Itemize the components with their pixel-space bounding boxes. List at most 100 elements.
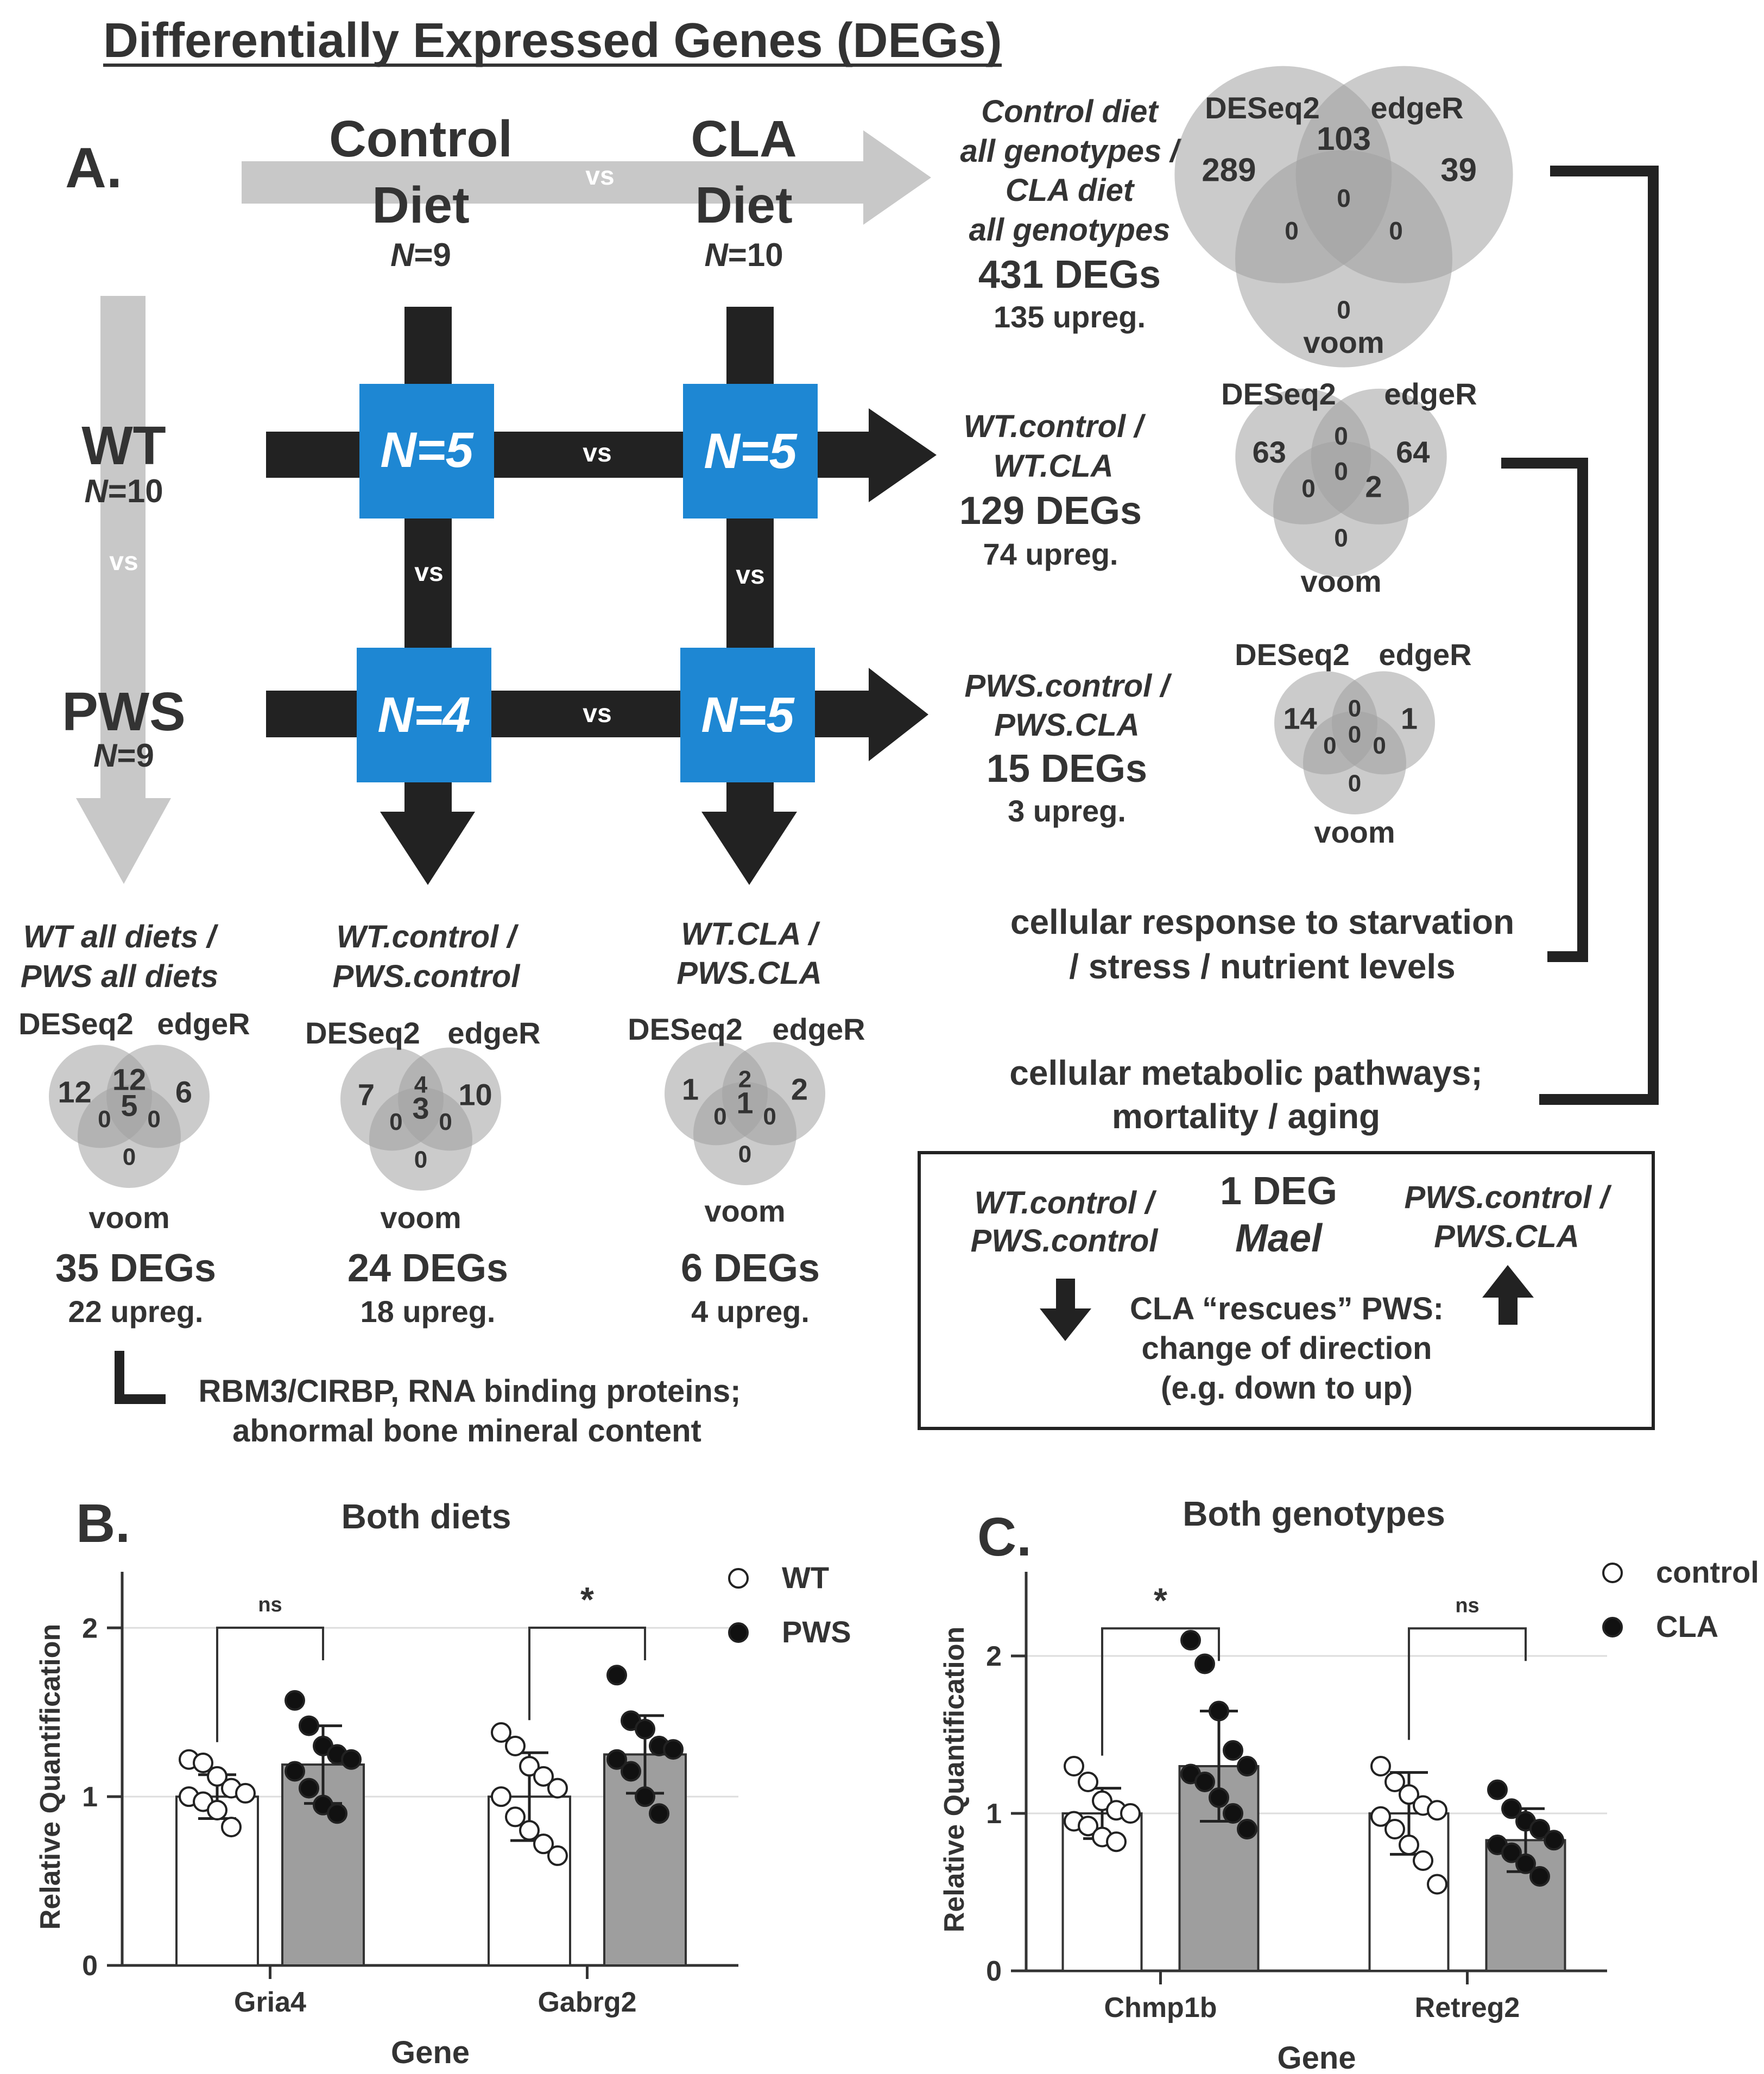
diet-vs-label: vs [585, 162, 614, 191]
mael-left-line: PWS.control [971, 1223, 1159, 1259]
comparison-geno-control-line: WT.control / [337, 919, 520, 954]
cell-wt-cla [683, 384, 818, 518]
comparison-wt-diet-line: WT.CLA [993, 448, 1113, 484]
data-point [1399, 1835, 1419, 1855]
venn-circle-voom [78, 1085, 181, 1188]
data-point [299, 1715, 319, 1736]
legend-label: PWS [782, 1615, 851, 1649]
rbm3-bracket [115, 1351, 166, 1404]
cla-diet-label-2: Diet [695, 176, 792, 234]
comparison-diet-all-line: all genotypes [969, 212, 1171, 248]
cla-diet-label: CLA [691, 110, 796, 168]
data-point [1413, 1850, 1433, 1871]
significance-label: ns [1455, 1594, 1479, 1617]
data-point [1064, 1756, 1084, 1776]
data-point [1194, 1772, 1215, 1792]
comparison-geno-control-degs: 24 DEGs [347, 1247, 508, 1290]
venn-label-deseq2: DESeq2 [305, 1016, 420, 1050]
data-point [193, 1752, 213, 1773]
data-point [547, 1845, 568, 1866]
venn-label-deseq2: DESeq2 [1205, 91, 1320, 125]
cell-pws-control-n: N=4 [377, 687, 470, 743]
data-point [533, 1833, 554, 1855]
venn-count-deseq2-only: 12 [58, 1075, 91, 1109]
cla-vs-label: vs [736, 561, 764, 590]
mael-box [918, 1151, 1655, 1430]
legend-marker [1602, 1563, 1623, 1583]
legend-label: control [1656, 1555, 1759, 1589]
pws-label: PWS [62, 681, 186, 742]
wt-vs-label: vs [583, 439, 611, 467]
wt-n-value: =10 [108, 473, 163, 509]
venn-count-deseq2-voom: 0 [713, 1103, 726, 1130]
comparison-diet-all-line: Control diet [981, 94, 1159, 129]
data-point [505, 1806, 526, 1828]
comparison-wt-diet-line: WT.control / [964, 409, 1147, 444]
comparison-geno-cla-upreg: 4 upreg. [691, 1294, 810, 1329]
data-point [1120, 1803, 1141, 1824]
annotation-starvation: / stress / nutrient levels [1069, 947, 1455, 986]
mael-left-line: WT.control / [975, 1185, 1158, 1221]
venn-label-edger: edgeR [772, 1012, 865, 1046]
venn-count-edger-voom: 0 [1373, 732, 1386, 759]
data-point [1384, 1772, 1405, 1792]
venn-count-voom-only: 0 [738, 1141, 751, 1167]
venn-count-deseq2-edger: 0 [1334, 422, 1348, 450]
charts: B.Both diets012Gria4nsGabrg2*GeneRelativ… [35, 1493, 1759, 2074]
venn-label-voom: voom [1303, 325, 1384, 359]
venn-count-deseq2-edger: 4 [414, 1071, 428, 1098]
down-arrow-icon [1040, 1279, 1091, 1341]
data-point [341, 1749, 362, 1770]
venn-count-deseq2-edger: 103 [1317, 121, 1371, 157]
annotation-rbm3: RBM3/CIRBP, RNA binding proteins; [199, 1374, 741, 1409]
legend-label: CLA [1656, 1609, 1718, 1643]
venn-label-edger: edgeR [1379, 637, 1471, 672]
bar [1178, 1765, 1260, 1972]
venn-label-voom: voom [704, 1194, 785, 1228]
comparison-wt-diet-upreg: 74 upreg. [983, 537, 1118, 571]
venn-count-voom-only: 0 [1348, 770, 1361, 796]
data-point [606, 1749, 627, 1770]
pws-n-italic: N [93, 737, 118, 774]
chart-b: B.Both diets012Gria4nsGabrg2*GeneRelativ… [35, 1493, 851, 2070]
data-point [299, 1778, 319, 1799]
data-point [1544, 1830, 1564, 1851]
significance-bracket [528, 1626, 646, 1721]
venn-count-edger-only: 39 [1440, 152, 1477, 188]
comparison-geno-all: WT all diets / PWS all diets 35 DEGs 22 … [21, 919, 219, 1329]
y-tick-label: 0 [82, 1950, 98, 1982]
venn-label-edger: edgeR [447, 1016, 540, 1050]
data-point [1078, 1816, 1098, 1837]
chart-title: Both genotypes [1183, 1494, 1445, 1533]
comparison-geno-cla: WT.CLA / PWS.CLA 6 DEGs 4 upreg. [676, 916, 821, 1329]
legend-label: WT [782, 1560, 829, 1595]
data-point [1427, 1874, 1447, 1895]
diet-arrow [242, 130, 931, 225]
data-point [649, 1803, 669, 1824]
venn-label-deseq2: DESeq2 [18, 1007, 134, 1041]
data-point [1209, 1700, 1229, 1722]
venn-count-all: 3 [412, 1091, 429, 1125]
venn-count-voom-only: 0 [1337, 296, 1351, 324]
data-point [519, 1820, 540, 1841]
control-vs-label: vs [414, 558, 443, 587]
genotype-arrow [76, 296, 171, 884]
data-point [505, 1735, 526, 1756]
up-arrow-icon [1482, 1265, 1534, 1325]
y-tick-label: 0 [986, 1956, 1002, 1987]
data-point [1399, 1784, 1419, 1805]
comparison-pws-diet-degs: 15 DEGs [987, 747, 1147, 791]
venn-circle-voom [1273, 441, 1409, 577]
significance-label: * [580, 1580, 594, 1619]
legend-marker [728, 1622, 749, 1643]
legend-marker [1602, 1617, 1623, 1637]
venn-count-edger-voom: 0 [1389, 217, 1403, 245]
comparison-diet-all-degs: 431 DEGs [978, 253, 1161, 296]
mael-right-line: PWS.CLA [1434, 1219, 1579, 1254]
venn-count-deseq2-voom: 0 [1301, 475, 1316, 503]
data-point [491, 1722, 511, 1743]
data-point [284, 1690, 305, 1711]
venn-count-all: 1 [736, 1085, 753, 1120]
